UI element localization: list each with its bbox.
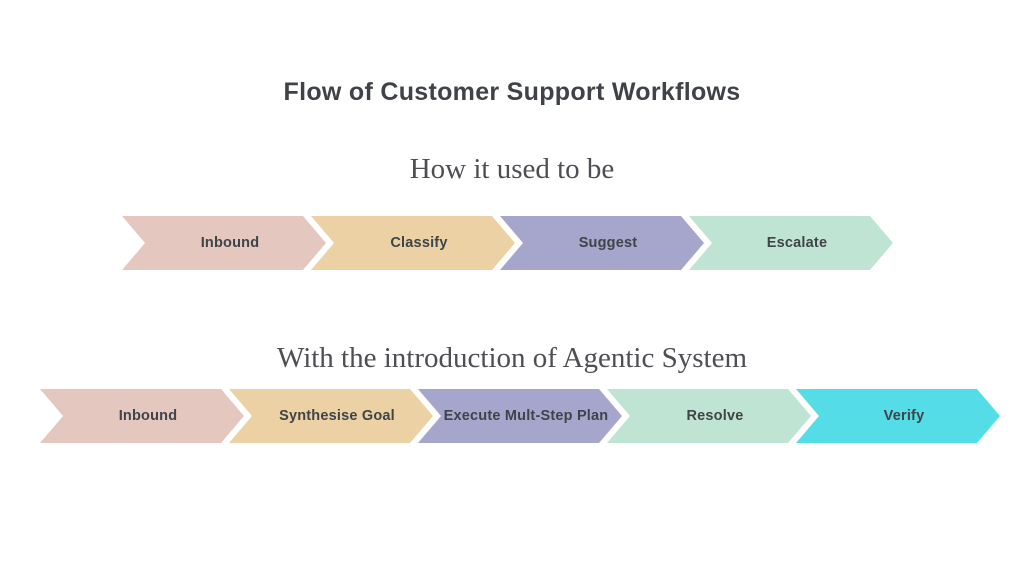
flow-section-0: How it used to be Inbound Classify Suggest E… — [0, 153, 1024, 270]
workflow-step-label: Escalate — [766, 235, 828, 251]
workflow-step-label: Inbound — [200, 235, 260, 251]
workflow-step-inbound: Inbound — [122, 216, 326, 270]
workflow-step-execute-mult-step-plan: Execute Mult-Step Plan — [418, 389, 622, 443]
workflow-step-label: Suggest — [578, 235, 638, 251]
workflow-step-resolve: Resolve — [607, 389, 811, 443]
workflow-step-label: Resolve — [686, 408, 744, 424]
page-title: Flow of Customer Support Workflows — [283, 78, 741, 106]
workflow-arrow-row: Inbound Classify Suggest Escalate — [122, 216, 1024, 270]
workflow-step-synthesise-goal: Synthesise Goal — [229, 389, 433, 443]
workflow-step-suggest: Suggest — [500, 216, 704, 270]
flow-heading: How it used to be — [409, 153, 615, 185]
workflow-step-label: Inbound — [118, 408, 178, 424]
workflow-step-label: Execute Mult-Step Plan — [443, 408, 609, 424]
workflow-step-verify: Verify — [796, 389, 1000, 443]
workflow-step-escalate: Escalate — [689, 216, 893, 270]
workflow-step-label: Classify — [390, 235, 448, 251]
flow-heading: With the introduction of Agentic System — [276, 342, 748, 374]
workflow-step-inbound: Inbound — [40, 389, 244, 443]
workflow-arrow-row: Inbound Synthesise Goal Execute Mult-Step … — [40, 389, 1024, 443]
workflow-step-label: Synthesise Goal — [279, 408, 395, 424]
workflow-step-label: Verify — [883, 408, 925, 424]
workflow-step-classify: Classify — [311, 216, 515, 270]
